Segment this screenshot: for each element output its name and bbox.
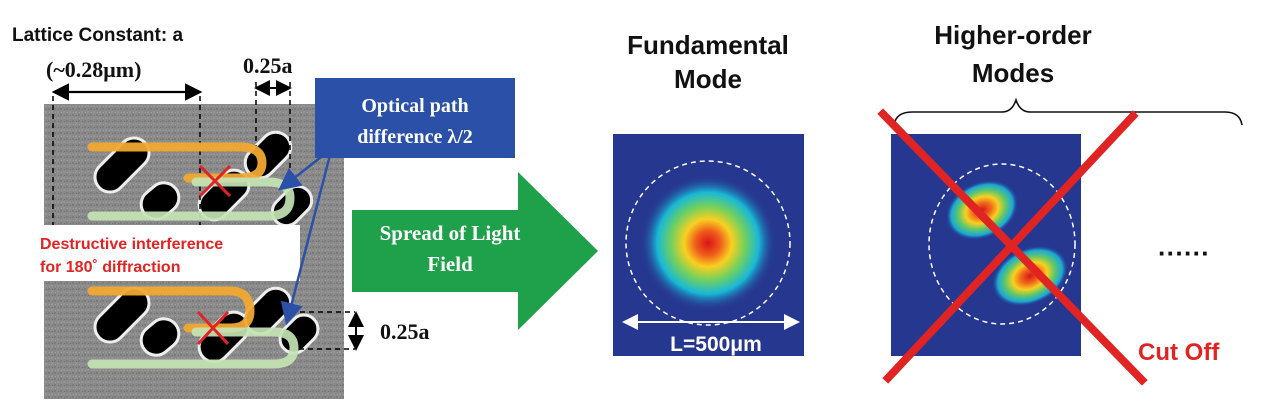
cancel-mark-lower [196,310,230,346]
lattice-holes-lower [93,286,320,364]
wave-path-upper [87,142,295,221]
higher-order-title-line2: Modes [972,58,1054,88]
optical-path-label-line1: Optical path [361,95,468,117]
destructive-label-band [0,225,300,281]
higher-order-brace [893,97,1243,126]
offset-label-side: 0.25a [380,319,430,344]
fundamental-mode-title-line1: Fundamental [627,30,789,60]
higher-order-title-line1: Higher-order [934,20,1091,50]
higher-order-mode-boundary [928,163,1076,325]
diffraction-angle-label: for 180˚ diffraction [40,259,180,276]
fundamental-mode-title-line2: Mode [674,64,742,94]
optical-path-label-line2: difference λ/2 [357,126,473,148]
spread-light-label-line1: Spread of Light [380,221,521,245]
callout-pointer-lower [280,154,332,326]
optical-path-callout [315,78,515,158]
spread-light-label-line2: Field [427,252,473,276]
cut-off-cross [877,108,1148,386]
higher-order-mode-image [891,134,1081,356]
destructive-interference-label: Destructive interference [40,236,223,253]
callout-pointer-upper [278,149,331,191]
lattice-constant-label: Lattice Constant: a [12,25,183,46]
cancel-mark-upper [198,164,232,198]
lattice-constant-value: (~0.28μm) [46,57,141,82]
mode-size-label: L=500μm [670,333,762,356]
more-modes-ellipsis: ······ [1158,238,1210,268]
fundamental-mode-image: L=500μm [613,134,804,356]
wave-path-lower [87,286,299,369]
spread-light-arrow [352,172,598,330]
offset-label-top: 0.25a [243,53,293,78]
sem-lattice-image [44,82,355,399]
cut-off-label: Cut Off [1138,339,1220,366]
